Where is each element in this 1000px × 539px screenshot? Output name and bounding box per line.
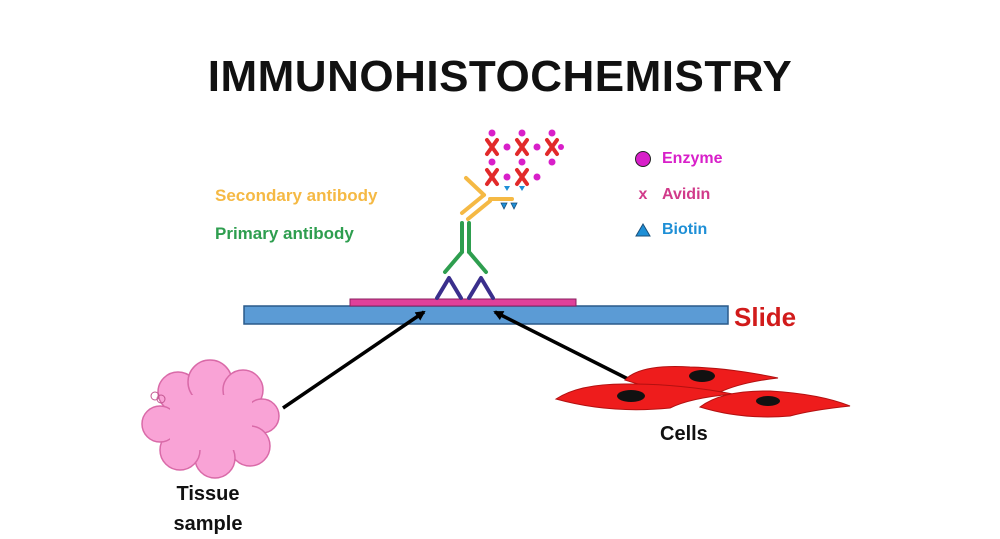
- tissue-label-line1: Tissue: [176, 483, 240, 505]
- avidin-icon: x: [638, 186, 648, 203]
- page-title: IMMUNOHISTOCHEMISTRY: [207, 52, 793, 101]
- tissue-label-line2: sample: [173, 513, 243, 535]
- primary-antibody-icon: [443, 221, 488, 274]
- tissue-sample-label: Tissue sample: [168, 479, 248, 539]
- legend-enzyme-label: Enzyme: [662, 150, 723, 167]
- biotin-icon: [632, 223, 654, 237]
- slide-label: Slide: [734, 302, 797, 332]
- legend-enzyme: Enzyme: [632, 150, 722, 168]
- cell-nucleus: [689, 370, 715, 382]
- legend-avidin-label: Avidin: [662, 186, 711, 203]
- cell-nucleus: [756, 396, 780, 406]
- primary-antibody-label: Primary antibody: [215, 224, 354, 243]
- cells-arrow: [493, 310, 631, 382]
- slide: [243, 305, 729, 325]
- cells-label: Cells: [660, 423, 708, 445]
- cells-icon: [554, 366, 851, 418]
- biotin-icon: [500, 202, 518, 210]
- secondary-antibody-icon: [460, 176, 514, 221]
- avidin-complex: [485, 129, 564, 191]
- cell-nucleus: [617, 390, 645, 402]
- tissue-strip: [349, 298, 577, 307]
- legend-biotin-label: Biotin: [662, 221, 708, 238]
- antigen-icon: [435, 276, 495, 300]
- enzyme-icon: [632, 151, 654, 167]
- tissue-sample-icon: [141, 359, 280, 479]
- legend-biotin: Biotin: [632, 221, 707, 239]
- legend-avidin: x Avidin: [632, 186, 711, 204]
- secondary-antibody-label: Secondary antibody: [215, 186, 378, 205]
- tissue-arrow: [282, 310, 426, 410]
